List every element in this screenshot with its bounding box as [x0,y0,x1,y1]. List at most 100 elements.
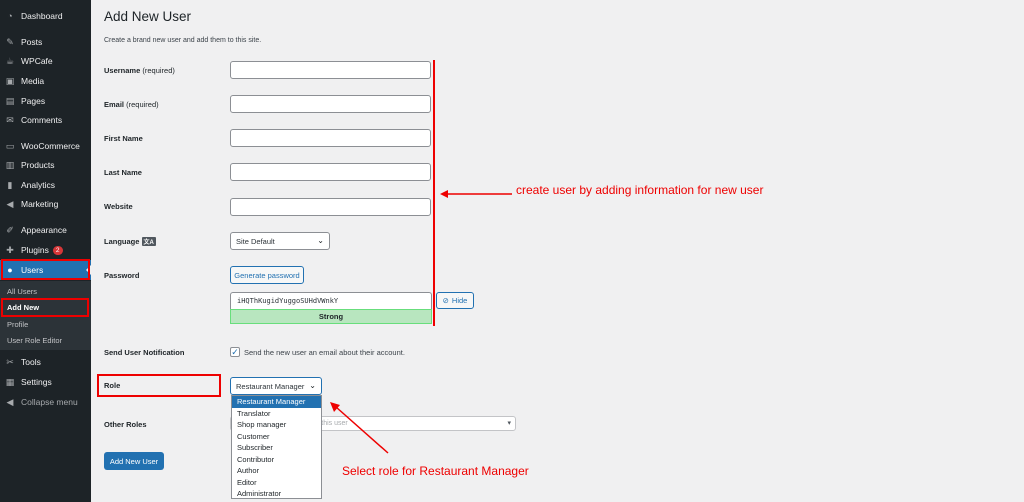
sidebar-item-label: Media [21,76,45,86]
dashboard-icon: ◔ [7,11,13,21]
sidebar-item-pages[interactable]: ▤ Pages [0,91,91,111]
sidebar-item-media[interactable]: ▣ Media [0,71,91,91]
language-label: Language 文A [104,237,156,246]
first-name-input[interactable] [230,129,431,147]
collapse-icon: ◀ [6,396,14,407]
media-icon: ▣ [5,75,15,86]
sidebar-item-label: Tools [21,357,41,367]
cafe-icon: ☕ [5,55,15,66]
comments-icon: ✉ [6,114,14,125]
pin-icon: ✎ [6,36,14,47]
sidebar-item-users[interactable]: ● Users [0,260,91,280]
generate-password-button[interactable]: Generate password [230,266,304,284]
password-strength-meter: Strong [230,309,432,324]
sidebar-item-label: Pages [21,96,46,106]
role-option[interactable]: Author [237,466,260,475]
other-roles-placeholder: r this user [317,420,348,427]
sidebar-item-posts[interactable]: ✎ Posts [0,32,91,52]
other-roles-label: Other Roles [104,420,147,429]
submenu-profile[interactable]: Profile [7,320,29,329]
required-hint: (required) [142,66,175,75]
language-label-text: Language [104,237,140,246]
sidebar-item-settings[interactable]: ▦ Settings [0,372,91,392]
notification-text: Send the new user an email about their a… [244,348,405,357]
translation-icon: 文A [141,237,156,246]
sidebar-item-comments[interactable]: ✉ Comments [0,110,91,130]
language-select-value: Site Default [236,236,275,246]
sidebar-item-label: Appearance [21,225,67,235]
add-new-user-button[interactable]: Add New User [104,452,164,470]
role-option[interactable]: Editor [237,477,257,487]
password-label: Password [104,271,140,280]
user-icon: ● [7,265,13,275]
username-input[interactable] [230,61,431,79]
analytics-icon: ▮ [7,179,13,190]
annotation-arrow-role [330,402,389,454]
megaphone-icon: ◀ [6,198,14,209]
sidebar-item-dashboard[interactable]: ◔ Dashboard [0,6,91,26]
website-label: Website [104,202,133,211]
username-label-text: Username [104,66,141,75]
annotation-arrow-form [440,190,512,198]
sidebar-item-label: Collapse menu [21,397,78,407]
language-select[interactable]: Site Default ⌄ [230,232,330,250]
page-description: Create a brand new user and add them to … [104,37,262,44]
hide-label: Hide [451,296,468,305]
sidebar-item-label: Comments [21,115,63,125]
sidebar-item-label: Dashboard [21,11,63,21]
annotation-bracket-line [433,60,435,326]
chevron-down-icon: ▾ [507,420,511,427]
sidebar-item-label: Marketing [21,199,59,209]
eye-slash-icon: ⊘ [442,296,449,305]
sidebar-item-plugins[interactable]: ✚ Plugins 2 [0,240,91,260]
sidebar-item-products[interactable]: ▥ Products [0,155,91,175]
sidebar-item-label: WPCafe [21,56,53,66]
sidebar-item-label: Products [21,160,55,170]
role-option[interactable]: Subscriber [237,443,273,452]
last-name-input[interactable] [230,163,431,181]
sidebar-item-label: Plugins [21,245,49,255]
products-icon: ▥ [5,159,15,170]
role-option[interactable]: Translator [237,408,271,418]
sidebar-item-label: Settings [21,377,52,387]
plugin-icon: ✚ [6,244,14,255]
username-label: Username (required) [104,66,175,75]
brush-icon: ✐ [6,224,14,235]
submenu-user-role-editor[interactable]: User Role Editor [7,336,63,345]
last-name-label: Last Name [104,168,142,177]
sidebar-item-analytics[interactable]: ▮ Analytics [0,175,91,195]
woocommerce-icon: ▭ [5,140,15,151]
annotation-box-add-new [1,298,89,317]
admin-sidebar: ◔ Dashboard ✎ Posts ☕ WPCafe ▣ Media ▤ P… [0,0,91,502]
role-select-value: Restaurant Manager [236,381,305,391]
chevron-down-icon: ⌄ [309,381,316,390]
role-option[interactable]: Shop manager [237,420,287,429]
sidebar-item-label: Users [21,265,44,275]
submenu-add-new[interactable]: Add New [7,303,40,312]
sidebar-item-woocommerce[interactable]: ▭ WooCommerce [0,136,91,156]
submenu-all-users[interactable]: All Users [7,287,38,296]
email-input[interactable] [230,95,431,113]
sidebar-item-tools[interactable]: ✂ Tools [0,352,91,372]
role-option[interactable]: Contributor [237,454,275,464]
sidebar-item-wpcafe[interactable]: ☕ WPCafe [0,51,91,71]
hide-password-button[interactable]: ⊘ Hide [436,292,474,309]
required-hint: (required) [126,100,159,109]
role-select[interactable]: Restaurant Manager ⌄ [230,377,322,395]
annotation-box-role [97,374,221,397]
sidebar-item-label: WooCommerce [21,141,80,151]
wrench-icon: ✂ [6,356,14,367]
email-label: Email (required) [104,100,159,109]
role-option[interactable]: Restaurant Manager [232,396,321,408]
role-option[interactable]: Customer [237,431,270,441]
sidebar-collapse-menu[interactable]: ◀ Collapse menu [0,392,91,412]
notification-label: Send User Notification [104,348,185,357]
sidebar-item-appearance[interactable]: ✐ Appearance [0,220,91,240]
send-notification-checkbox[interactable]: ✓ [230,347,240,357]
password-input[interactable]: iHQThKugidYuggoSUHdVWnkY [230,292,432,309]
annotation-box-users [1,259,90,280]
role-option[interactable]: Administrator [237,489,282,498]
sidebar-item-label: Posts [21,37,43,47]
website-input[interactable] [230,198,431,216]
sidebar-item-marketing[interactable]: ◀ Marketing [0,194,91,214]
